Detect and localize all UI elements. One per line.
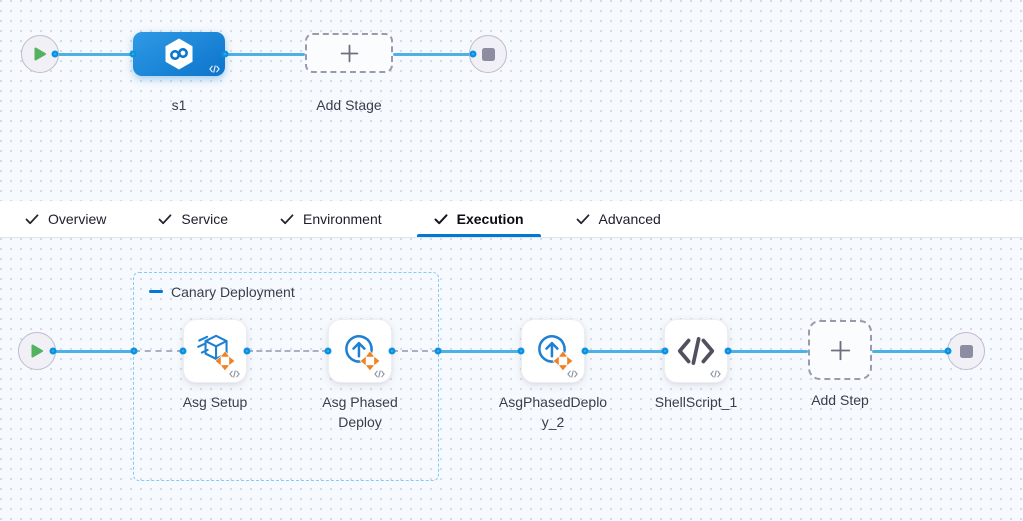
step-node-asg-phased-deploy-2[interactable] [521, 319, 585, 383]
tab-execution[interactable]: Execution [416, 201, 541, 237]
tab-label: Execution [456, 211, 524, 227]
step-node-asg-setup[interactable] [183, 319, 247, 383]
step-group-label: Canary Deployment [171, 284, 295, 300]
port[interactable] [49, 347, 57, 355]
tab-label: Overview [48, 211, 107, 227]
connector-line [438, 349, 521, 353]
step-name-label: ShellScript_1 [654, 394, 738, 410]
step-node-asg-phased-deploy[interactable] [328, 319, 392, 383]
stop-icon [959, 344, 973, 358]
check-icon [576, 213, 589, 224]
step-node-shellscript-1[interactable] [664, 319, 728, 383]
check-icon [280, 213, 294, 224]
plus-icon [830, 340, 850, 360]
tab-overview[interactable]: Overview [8, 201, 123, 237]
stage-config-tabs: Overview Service Environment Execution A… [0, 201, 1023, 238]
tab-label: Advanced [598, 211, 661, 227]
tab-environment[interactable]: Environment [263, 201, 399, 237]
code-badge-icon [209, 65, 220, 73]
add-stage-label: Add Stage [316, 97, 382, 113]
plus-icon [340, 44, 358, 62]
code-badge-icon [374, 370, 385, 378]
tab-label: Service [181, 211, 229, 227]
check-icon [158, 213, 172, 224]
tab-label: Environment [303, 211, 382, 227]
port[interactable] [661, 347, 669, 355]
asg-setup-icon [197, 334, 236, 372]
port[interactable] [221, 50, 229, 58]
tab-advanced[interactable]: Advanced [559, 201, 678, 237]
connector-line [393, 52, 473, 56]
dashed-connector-line [392, 350, 438, 352]
port[interactable] [129, 50, 137, 58]
stage-name-label: s1 [171, 97, 187, 113]
step-name-label: Asg Phased Deploy [322, 394, 398, 430]
port[interactable] [179, 347, 187, 355]
port[interactable] [434, 347, 442, 355]
code-badge-icon [710, 370, 721, 378]
dashed-connector-line [247, 350, 328, 352]
execution-graph-canvas: Canary Deployment [0, 238, 1023, 521]
port[interactable] [944, 347, 952, 355]
connector-line [225, 52, 305, 56]
port[interactable] [51, 50, 59, 58]
step-group-canary-deployment: Canary Deployment [133, 272, 439, 481]
port[interactable] [469, 50, 477, 58]
step-name-label: Asg Setup [182, 394, 248, 410]
check-icon [25, 213, 39, 224]
port[interactable] [517, 347, 525, 355]
asg-phased-deploy-icon [538, 335, 574, 372]
tab-service[interactable]: Service [141, 201, 245, 237]
connector-line [728, 349, 808, 353]
collapse-group-icon[interactable] [149, 290, 163, 293]
stage-graph-canvas: s1 Add Stage [0, 0, 1023, 201]
harness-cd-stage-icon [165, 38, 193, 70]
port[interactable] [324, 347, 332, 355]
connector-line [872, 349, 948, 353]
shell-script-icon [677, 337, 715, 365]
port[interactable] [130, 347, 138, 355]
dashed-connector-line [134, 350, 183, 352]
play-icon [31, 344, 43, 358]
connector-line [585, 349, 665, 353]
add-step-label: Add Step [811, 392, 869, 408]
port[interactable] [388, 347, 396, 355]
asg-phased-deploy-icon [345, 335, 381, 372]
stage-node-s1[interactable] [133, 32, 225, 76]
check-icon [434, 213, 448, 224]
add-step-button[interactable] [808, 320, 872, 380]
connector-line [53, 349, 134, 353]
stop-icon [481, 47, 495, 61]
code-badge-icon [229, 370, 240, 378]
add-stage-button[interactable] [305, 33, 393, 73]
port[interactable] [243, 347, 251, 355]
code-badge-icon [567, 370, 578, 378]
play-icon [34, 47, 46, 61]
port[interactable] [581, 347, 589, 355]
step-name-label: AsgPhasedDeploy_2 [498, 394, 608, 430]
execution-end-node [947, 332, 985, 370]
port[interactable] [724, 347, 732, 355]
connector-line [55, 52, 133, 56]
